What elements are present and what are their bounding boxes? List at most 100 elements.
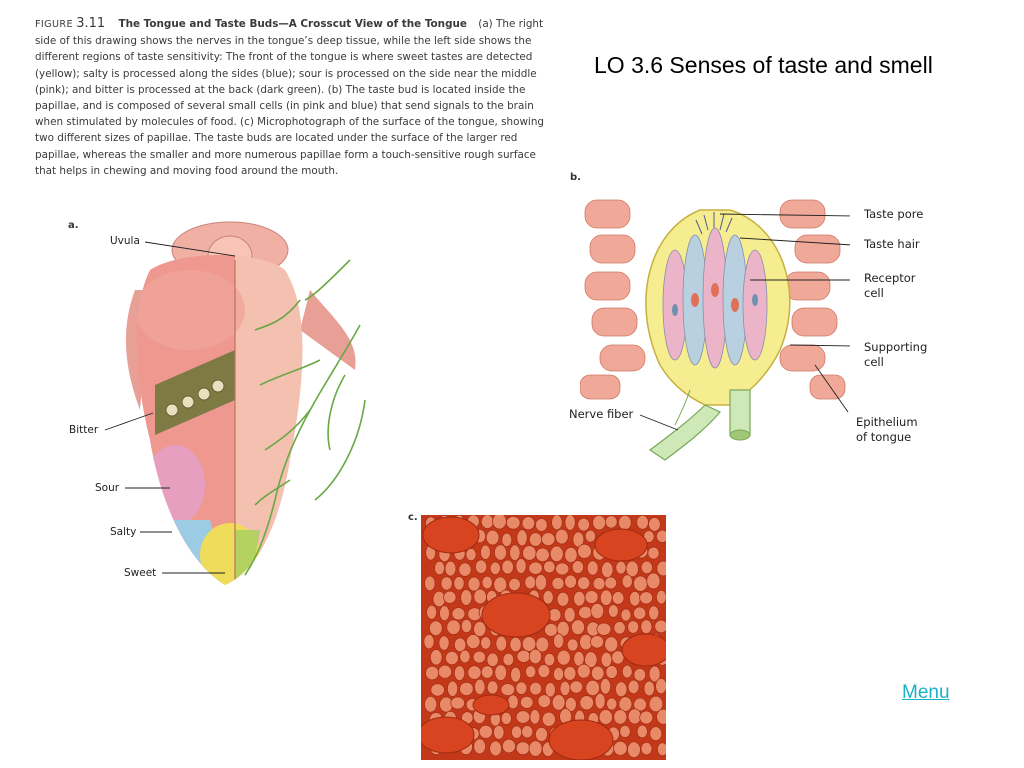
papilla [447, 680, 459, 697]
papilla [459, 681, 474, 696]
papilla [515, 558, 527, 574]
papilla [543, 560, 556, 574]
figure-caption: FIGURE 3.11 The Tongue and Taste Buds—A … [35, 16, 560, 179]
papilla [516, 529, 528, 547]
papilla [549, 545, 564, 563]
slide-title: LO 3.6 Senses of taste and smell [594, 52, 933, 78]
papilla [528, 561, 543, 575]
papilla [453, 665, 466, 682]
papilla [654, 619, 666, 634]
papilla [621, 574, 633, 589]
label-taste-pore: Taste pore [864, 207, 924, 221]
label-epithelium-line2: of tongue [856, 430, 912, 444]
papilla [639, 710, 654, 725]
papilla [555, 528, 569, 545]
papilla [611, 650, 625, 665]
label-salty: Salty [110, 526, 137, 538]
papilla [620, 608, 632, 622]
papilla [592, 577, 606, 591]
panel-c-letter: c. [408, 512, 418, 523]
papilla [551, 694, 566, 711]
papilla [535, 547, 550, 563]
papilla [486, 652, 499, 667]
menu-link[interactable]: Menu [902, 682, 950, 703]
papilla [524, 665, 537, 679]
papilla [640, 560, 653, 575]
papilla [529, 709, 541, 725]
papilla [507, 694, 519, 710]
papilla [655, 677, 666, 695]
papilla [424, 575, 436, 592]
papilla [492, 515, 507, 530]
papilla [528, 740, 543, 757]
papilla [453, 637, 467, 653]
papilla [528, 648, 542, 665]
papilla [578, 605, 593, 620]
papilla [647, 546, 660, 560]
papilla [633, 575, 648, 592]
papilla [615, 560, 627, 575]
papilla [594, 692, 606, 710]
papilla [501, 532, 513, 547]
label-epithelium-line1: Epithelium [856, 415, 918, 429]
papilla [460, 619, 473, 634]
papilla [494, 664, 508, 681]
papilla [489, 561, 501, 575]
papilla [585, 679, 600, 697]
papilla [444, 560, 457, 577]
papilla [467, 665, 482, 680]
papilla [541, 711, 556, 727]
papilla [564, 696, 577, 712]
papilla [425, 665, 440, 681]
label-receptor-cell-line1: Receptor [864, 271, 916, 285]
throat-tissue-right [300, 290, 356, 370]
papilla [466, 634, 481, 650]
papilla [495, 635, 508, 652]
papilla [521, 516, 536, 531]
papilla [553, 633, 565, 649]
sour-region [145, 445, 205, 525]
papilla [541, 532, 556, 547]
papilla [542, 590, 554, 605]
taste-bud-illustration [580, 199, 850, 461]
label-supporting-cell: Supporting cell [864, 340, 927, 370]
label-sweet: Sweet [124, 567, 157, 579]
papilla [599, 589, 613, 606]
papilla [493, 724, 505, 740]
papilla [627, 708, 642, 725]
papilla [445, 650, 459, 666]
label-taste-hair: Taste hair [864, 237, 920, 251]
papilla [552, 666, 565, 682]
taste-hairs [695, 212, 733, 235]
papilla [636, 515, 649, 530]
label-receptor-cell: Receptor cell [864, 271, 916, 301]
papilla [505, 515, 521, 530]
papilla [656, 560, 666, 577]
papilla [511, 725, 523, 739]
papilla [537, 694, 552, 709]
papilla [460, 589, 473, 606]
papilla [534, 574, 548, 591]
papilla [646, 572, 661, 590]
papilla [474, 678, 486, 696]
papilla [599, 678, 612, 695]
papilla [590, 602, 605, 620]
papilla [458, 562, 472, 577]
label-supporting-cell-line1: Supporting [864, 340, 928, 354]
papilla [636, 724, 648, 739]
papilla [590, 635, 605, 649]
papilla [598, 709, 613, 725]
papilla [559, 680, 571, 697]
papilla [571, 560, 584, 574]
papilla [656, 708, 666, 725]
papilla [480, 636, 492, 650]
label-uvula: Uvula [110, 235, 140, 247]
papilla [501, 738, 516, 754]
papilla [519, 695, 534, 709]
papilla [486, 680, 499, 695]
figure-number: 3.11 [76, 16, 106, 31]
papilla [618, 515, 632, 531]
panel-a-letter: a. [68, 220, 79, 231]
papilla [625, 560, 639, 578]
papilla [493, 576, 508, 593]
